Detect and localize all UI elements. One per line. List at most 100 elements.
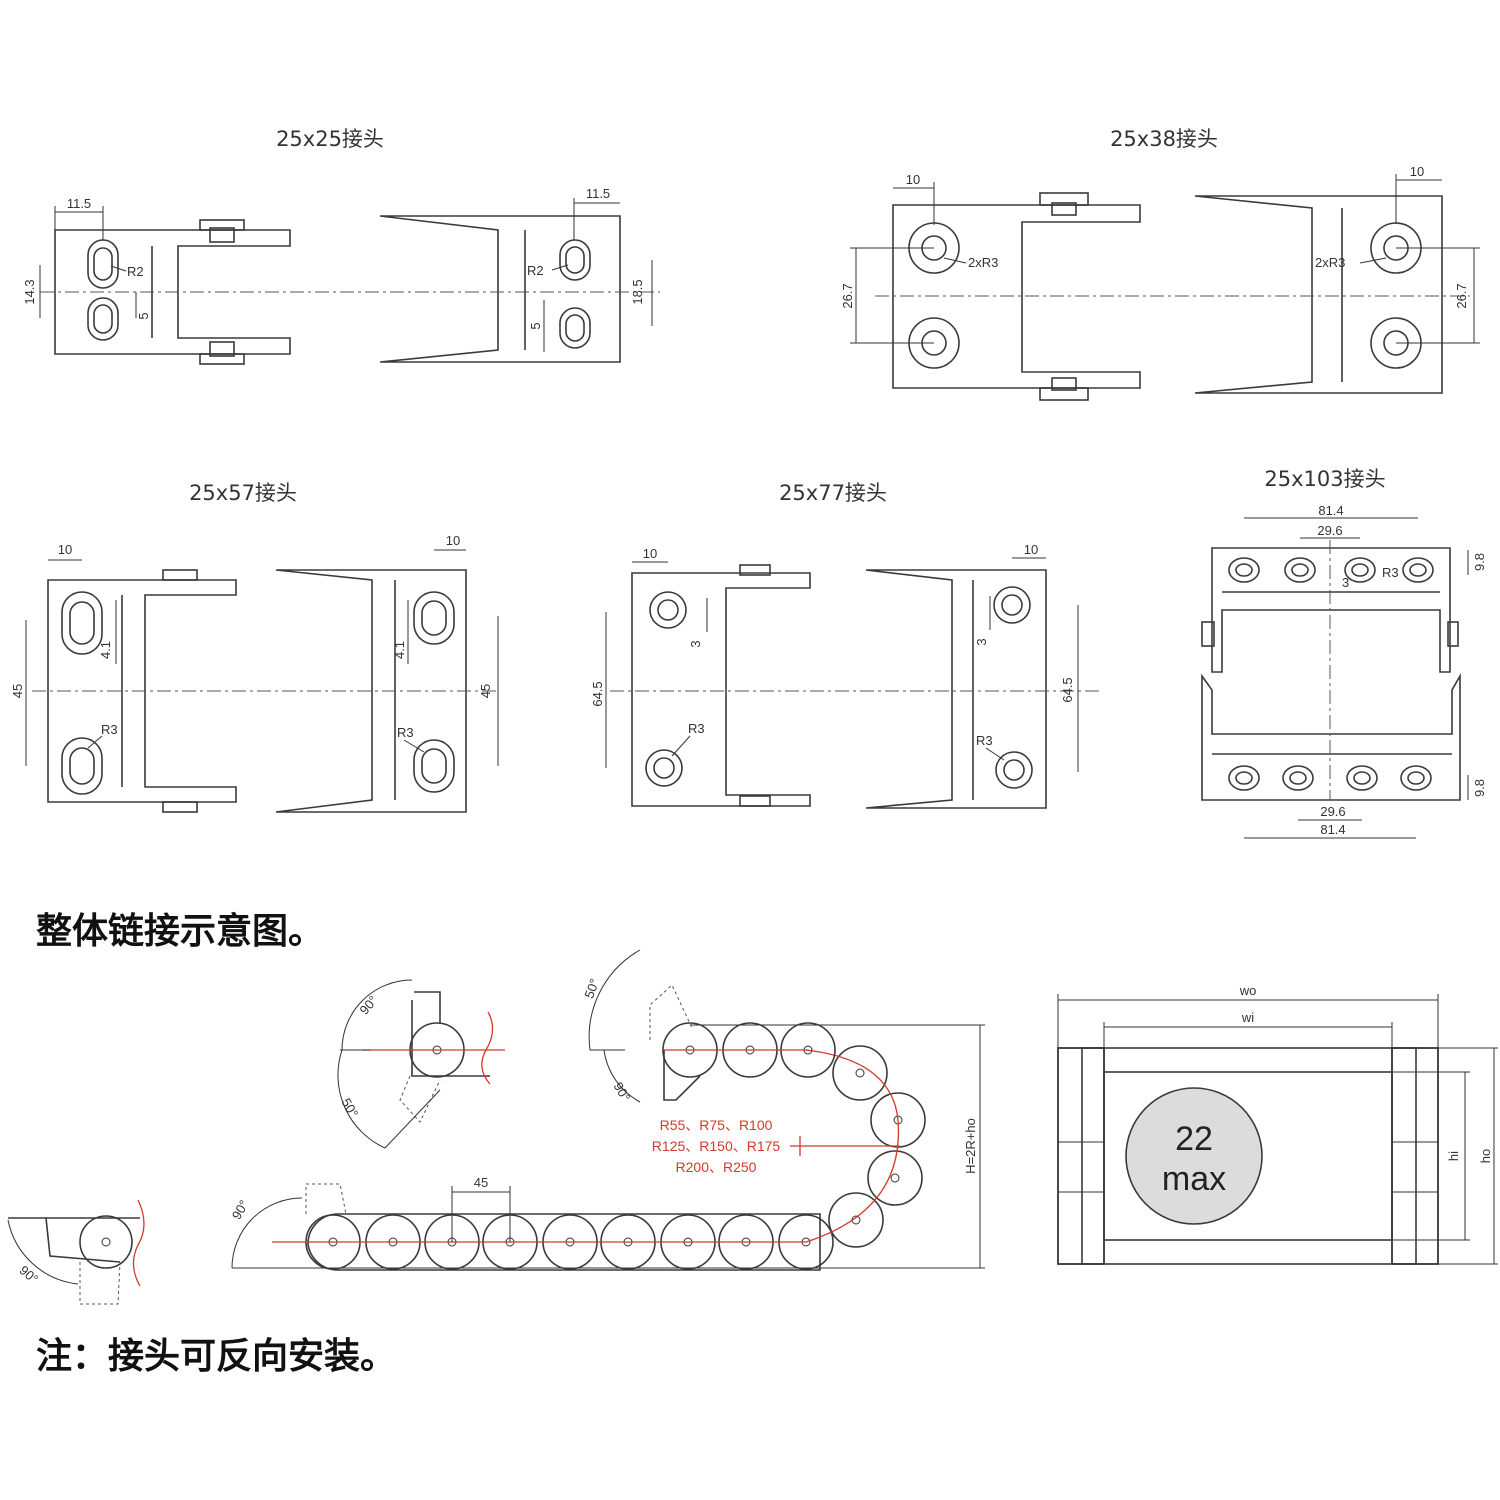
title-25x38: 25x38接头 xyxy=(1110,127,1218,151)
label-25x57-r3-left: R3 xyxy=(101,722,118,737)
end-bracket-top xyxy=(663,1050,701,1101)
dim-25x25-18.5: 18.5 xyxy=(630,279,645,304)
hole-25x77-r2i xyxy=(1003,759,1025,781)
label-25x25-r2-left: R2 xyxy=(127,264,144,279)
tab-25x25-bottom xyxy=(199,353,245,365)
leader xyxy=(1359,257,1387,264)
detail-angle-90-arc xyxy=(341,979,413,1051)
end-bracket-top-rotated xyxy=(649,984,693,1040)
hole-inner xyxy=(1291,563,1309,577)
tab-25x38-top xyxy=(1039,192,1089,206)
dim-25x25-14.3: 14.3 xyxy=(22,279,37,304)
hole-inner xyxy=(1409,563,1427,577)
dim-25x77-3-left: 3 xyxy=(688,640,703,647)
label-25x38-2xr3-right: 2xR3 xyxy=(1315,255,1345,270)
dim-25x103-29.6-top: 29.6 xyxy=(1317,523,1342,538)
label-25x25-r2-right: R2 xyxy=(527,263,544,278)
hole-25x77-l2i xyxy=(653,757,675,779)
dim-25x57-45-left: 45 xyxy=(10,684,25,698)
hole-inner xyxy=(1289,771,1307,785)
side-plate-right xyxy=(1391,1047,1439,1265)
radius-label-line2: R125、R150、R175 xyxy=(652,1138,781,1154)
detail-upper-left-bracket xyxy=(411,991,490,1077)
link xyxy=(867,1150,923,1206)
leader xyxy=(403,739,425,753)
label-lower-left-90: 90° xyxy=(17,1262,42,1286)
dim-25x25-5-right: 5 xyxy=(528,322,543,329)
label-angle-top-50: 50° xyxy=(581,977,602,1001)
hole xyxy=(1228,765,1260,791)
tab-25x77-bot xyxy=(739,795,771,807)
holes-25x103-bottom xyxy=(1228,765,1432,791)
bracket-25x77-right-outline xyxy=(865,569,1047,809)
hole-inner xyxy=(1235,563,1253,577)
dim-25x103-9.8-bottom: 9.8 xyxy=(1472,779,1487,797)
bracket-25x57-left-outline xyxy=(47,579,237,803)
dim-25x25-11.5-left: 11.5 xyxy=(67,196,91,211)
tab-25x25-top-inner xyxy=(209,227,235,243)
dim-25x103-81.4-top: 81.4 xyxy=(1318,503,1343,518)
link xyxy=(79,1215,133,1269)
slot-25x25-r1 xyxy=(559,239,591,281)
chain-top-row xyxy=(649,984,836,1101)
tab-25x103-r xyxy=(1447,621,1459,647)
angle-arc-top-50 xyxy=(588,949,641,1051)
label-angle-start: 90° xyxy=(229,1197,252,1222)
bracket-25x25-right-outline xyxy=(379,215,621,363)
link xyxy=(832,1045,888,1101)
hole-inner xyxy=(1407,771,1425,785)
chain-bottom-row xyxy=(272,1213,834,1271)
hole xyxy=(1228,557,1260,583)
label-wo: wo xyxy=(1239,983,1257,998)
slot-25x57-r1i xyxy=(421,600,447,636)
slot-25x57-l2i xyxy=(69,747,95,785)
label-height: H=2R+ho xyxy=(963,1118,978,1174)
side-plate-inner xyxy=(1081,1047,1105,1265)
slot-25x25-l2i xyxy=(93,304,113,334)
hole-25x77-l2 xyxy=(645,749,683,787)
cable-circle xyxy=(1125,1087,1263,1225)
slot-25x25-r2i xyxy=(565,314,585,342)
label-wi: wi xyxy=(1241,1010,1254,1025)
label-hi: hi xyxy=(1446,1151,1461,1161)
pin xyxy=(890,1173,900,1183)
slot-25x57-l2 xyxy=(61,737,103,795)
dim-25x77-3-right: 3 xyxy=(974,638,989,645)
connector-25x57: 25x57接头 10 10 45 45 4.1 4.1 R3 R3 xyxy=(10,481,500,813)
label-ho: ho xyxy=(1478,1149,1493,1163)
detail-lower-left-arc xyxy=(7,1219,79,1285)
hole-25x77-r1 xyxy=(993,586,1031,624)
detail-upper-left-break xyxy=(481,1011,494,1085)
leader xyxy=(87,735,103,749)
bracket-25x25-left-outline xyxy=(54,229,291,355)
label-angle-top-90: 90° xyxy=(610,1079,633,1104)
dim-25x57-4.1-right: 4.1 xyxy=(392,641,407,659)
tab-25x38-top-i xyxy=(1051,202,1077,216)
link xyxy=(828,1192,884,1248)
bracket-25x77-left-outline xyxy=(631,572,811,807)
hole-25x77-r2 xyxy=(995,751,1033,789)
dim-25x38-10-left: 10 xyxy=(906,172,920,187)
leader xyxy=(110,265,127,272)
hole-25x77-l1 xyxy=(649,591,687,629)
dim-25x77-10-right: 10 xyxy=(1024,542,1038,557)
bracket-25x103-top-outline xyxy=(1211,547,1451,673)
slot-25x25-l2 xyxy=(87,297,119,341)
ref-line xyxy=(384,1089,441,1149)
leader xyxy=(985,747,1005,761)
cross-section: 22 max wo wi hi ho xyxy=(1057,983,1498,1265)
hole xyxy=(1402,557,1434,583)
detail-upper-left-rotated xyxy=(399,1075,441,1123)
slot-25x57-r1 xyxy=(413,591,455,645)
tab-25x25-top xyxy=(199,219,245,231)
radius-label-line3: R200、R250 xyxy=(676,1159,757,1175)
detail-lower-left: 90° xyxy=(7,1199,145,1305)
hole xyxy=(1284,557,1316,583)
bracket-25x103-bottom-outline xyxy=(1201,672,1461,801)
bracket-25x38-left-outline xyxy=(892,204,1141,389)
chain-bottom-body xyxy=(307,1213,821,1271)
angle-arc-start xyxy=(231,1197,303,1269)
tab-25x38-bot xyxy=(1039,387,1089,401)
label-25x57-r3-right: R3 xyxy=(397,725,414,740)
